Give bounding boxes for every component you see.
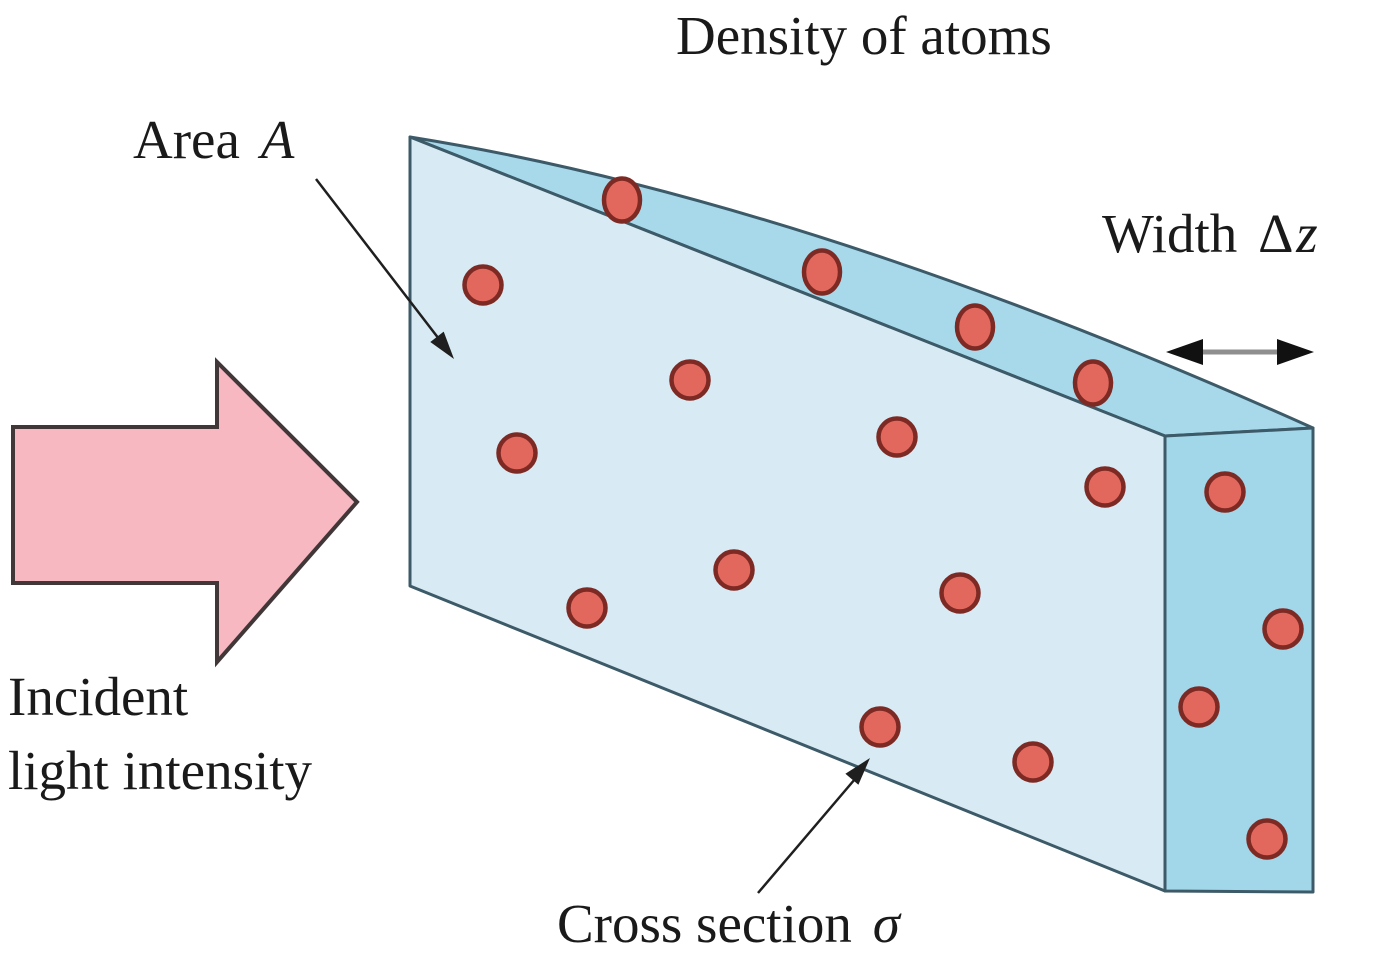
title-text: Density of atoms	[676, 5, 1052, 66]
cross-section-annotation-arrowhead-icon	[845, 758, 870, 785]
width-delta-symbol: Δ	[1258, 203, 1294, 264]
atom-front-face	[566, 587, 608, 629]
label-width-dz: Width Δz	[1102, 206, 1318, 261]
atom-top-face	[601, 176, 643, 224]
incident-light-arrow	[11, 357, 360, 668]
cross-section-symbol: σ	[872, 893, 900, 954]
atom-top-face	[801, 248, 843, 296]
incident-line2: light intensity	[8, 740, 313, 801]
width-word: Width	[1102, 203, 1238, 264]
atoms-layer	[462, 176, 1304, 860]
atom-side-face	[1178, 686, 1220, 728]
area-symbol: A	[260, 109, 295, 170]
atom-front-face	[713, 549, 755, 591]
incident-line1: Incident	[8, 666, 189, 727]
atom-front-face	[496, 432, 538, 474]
atom-front-face	[939, 572, 981, 614]
label-area-a: Area A	[133, 112, 294, 167]
title-density-of-atoms: Density of atoms	[676, 8, 1052, 63]
atom-side-face	[1262, 608, 1304, 650]
atom-front-face	[1012, 741, 1054, 783]
atom-side-face	[1204, 471, 1246, 513]
label-cross-section-sigma: Cross section σ	[557, 896, 900, 951]
area-word: Area	[133, 109, 240, 170]
cross-section-word: Cross section	[557, 893, 852, 954]
width-z-symbol: z	[1296, 203, 1318, 264]
area-annotation-line	[315, 178, 440, 340]
atom-top-face	[954, 303, 996, 351]
slab-front-face	[408, 135, 1167, 893]
atom-front-face	[669, 359, 711, 401]
atom-front-face	[1084, 466, 1126, 508]
atom-front-face	[462, 264, 504, 306]
atom-front-face	[859, 706, 901, 748]
atom-front-face	[876, 416, 918, 458]
width-arrow-right-head-icon	[1277, 339, 1314, 365]
width-arrow-left-head-icon	[1166, 339, 1203, 365]
label-incident-light-intensity: Incident light intensity	[8, 660, 312, 808]
cross-section-annotation-line	[757, 778, 856, 894]
area-annotation-arrowhead-icon	[430, 331, 454, 359]
atom-top-face	[1072, 359, 1114, 407]
atom-side-face	[1246, 818, 1288, 860]
